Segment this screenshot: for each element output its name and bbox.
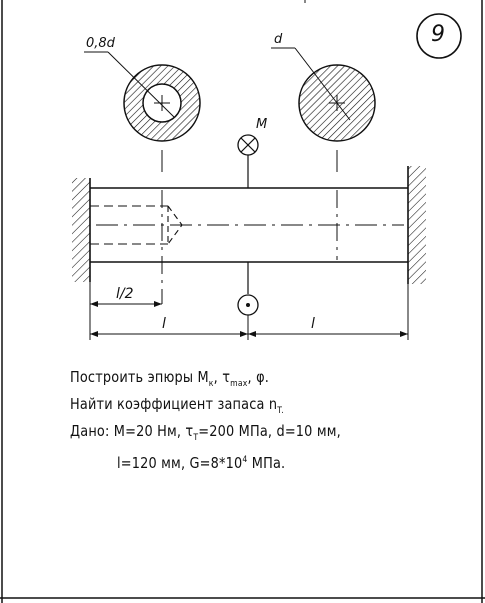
task-line-3-sub: T (193, 433, 199, 443)
moment-symbol-bottom (237, 262, 259, 340)
inner-diameter-label: 0,8d (86, 36, 115, 51)
task-line-2-sub: T. (277, 406, 284, 416)
task-line-1-end: , φ. (247, 368, 270, 386)
moment-label: M (256, 117, 268, 132)
task-line-3: Дано: M=20 Нм, τT=200 МПа, d=10 мм, (70, 422, 341, 443)
outer-diameter-label: d (274, 32, 283, 47)
task-line-3-end: =200 МПа, d=10 мм, (198, 422, 341, 440)
task-line-1-mid: , τ (213, 368, 231, 386)
task-line-2: Найти коэффициент запаса nT. (70, 395, 284, 416)
task-line-4: l=120 мм, G=8*104 МПа. (117, 454, 285, 472)
task-line-2-text: Найти коэффициент запаса n (70, 395, 278, 413)
length-left-label: l (162, 316, 166, 332)
right-wall (407, 166, 426, 284)
task-line-4-sup: 4 (242, 455, 248, 465)
half-length-label: l/2 (116, 286, 134, 302)
task-line-1: Построить эпюры Mк, τmax, φ. (70, 368, 269, 389)
task-line-3-text: Дано: M=20 Нм, τ (70, 422, 194, 440)
card-number: 9 (431, 22, 445, 47)
cross-section-solid (271, 47, 376, 172)
card-number-circle (416, 13, 462, 59)
dimension-half-length (89, 262, 162, 340)
task-line-1-sub1: к (208, 379, 214, 389)
shaft (90, 187, 408, 304)
length-right-label: l (311, 316, 315, 332)
task-line-4-end: МПа. (247, 454, 286, 472)
moment-symbol-top (237, 134, 259, 188)
task-line-1-sub2: max (230, 379, 248, 389)
cross-section-hollow (84, 51, 201, 172)
task-line-1-text: Построить эпюры M (70, 368, 209, 386)
dimension-full-length (90, 284, 409, 340)
task-line-4-text: l=120 мм, G=8*10 (117, 454, 243, 472)
left-wall (72, 178, 91, 282)
